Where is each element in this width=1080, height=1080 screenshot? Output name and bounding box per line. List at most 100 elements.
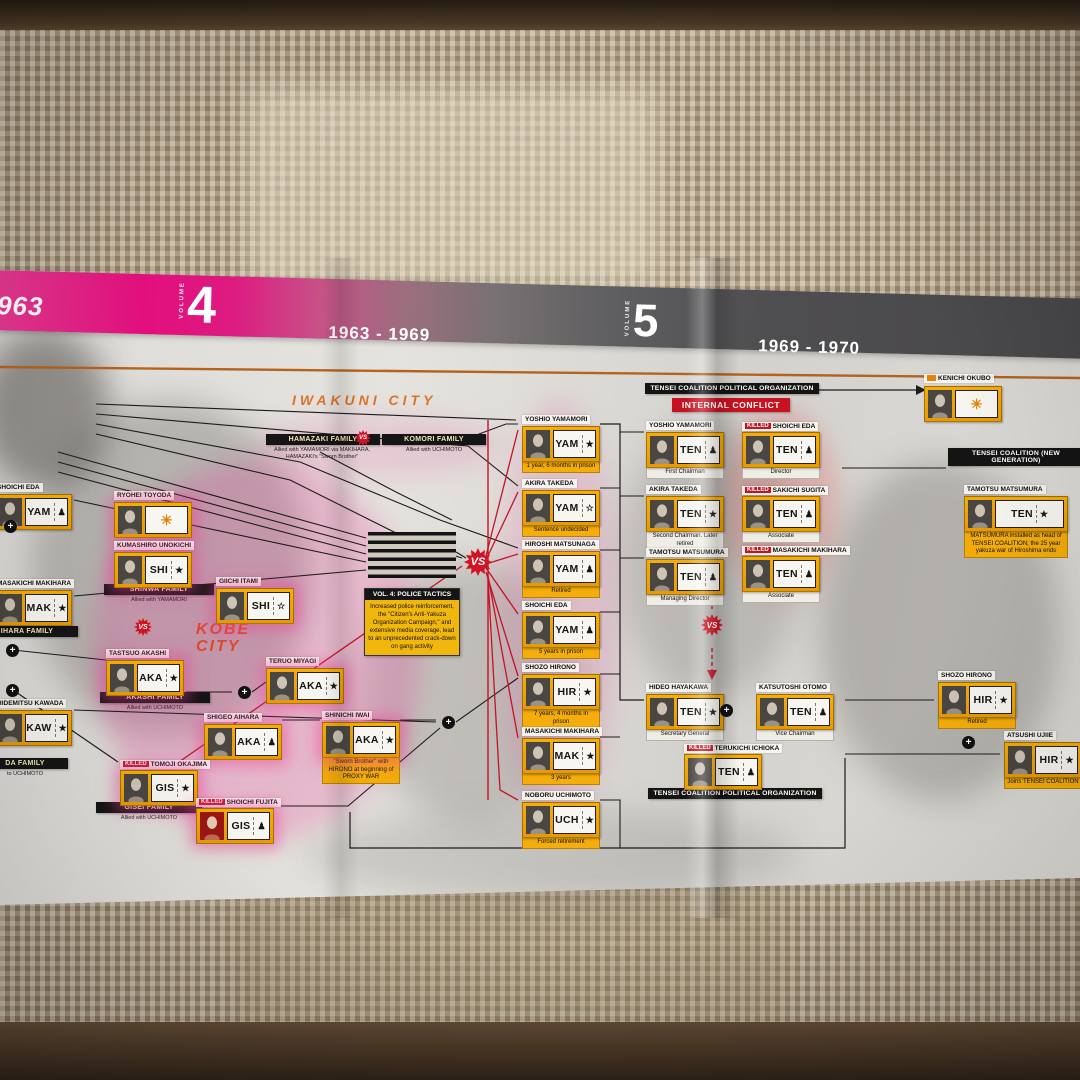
- connector-line: [600, 799, 621, 848]
- character-name: SHOZO HIRONO: [938, 671, 995, 680]
- ticket-perforation-icon: [263, 732, 265, 752]
- star-icon: ★: [585, 814, 594, 825]
- character-name-text: SHIGEO AIHARA: [207, 714, 260, 721]
- ticket-perforation-icon: [800, 564, 802, 584]
- ticket-perforation-icon: [814, 702, 816, 722]
- connector-line: [600, 423, 644, 701]
- organization-banner-label: INTERNAL CONFLICT: [672, 398, 790, 412]
- killed-badge: KILLED: [123, 761, 149, 767]
- star-icon: ★: [329, 680, 338, 691]
- character-name: SHOICHI EDA: [0, 483, 43, 492]
- character-name: HIDEO HAYAKAWA: [646, 683, 712, 692]
- card-body: KAW★: [0, 710, 72, 746]
- connector-line: [487, 577, 519, 801]
- character-name-text: KATSUTOSHI OTOMO: [759, 684, 827, 691]
- family-banner-note: Allied with YAMAMORI: [131, 597, 187, 603]
- card-note: Managing Director: [646, 595, 724, 606]
- portrait-photo-icon: [942, 686, 966, 714]
- killed-badge: KILLED: [745, 423, 771, 429]
- name-ticket: TEN♟: [677, 563, 720, 591]
- card-body: YAM♟: [522, 551, 600, 587]
- ticket-code: YAM: [27, 506, 51, 518]
- vs-badge: VS: [464, 548, 492, 576]
- name-ticket: YAM♟: [553, 616, 596, 644]
- portrait-photo-icon: [118, 556, 142, 584]
- card-note: Secretary General: [646, 730, 724, 741]
- ticket-code: TEN: [718, 766, 740, 778]
- character-card: KATSUTOSHI OTOMO TEN♟ Vice Chairman: [756, 676, 834, 741]
- name-ticket: YAM★: [553, 430, 596, 458]
- card-note: Retired: [522, 587, 600, 598]
- character-name: TASTSUO AKASHI: [106, 649, 170, 658]
- name-ticket: AKA★: [353, 726, 396, 754]
- card-body: ☀: [924, 386, 1002, 422]
- placemat-bottom-weave-patch: [250, 895, 770, 1013]
- card-body: YAM♟: [522, 612, 600, 648]
- ticket-code: AKA: [355, 734, 379, 746]
- character-name-text: SHOZO HIRONO: [941, 672, 992, 679]
- connector-line: [12, 649, 107, 661]
- plus-connector: +: [4, 520, 17, 533]
- killed-badge: KILLED: [687, 745, 713, 751]
- name-ticket: MAK★: [25, 594, 68, 622]
- name-ticket: AKA★: [137, 664, 180, 692]
- star-icon: ★: [583, 686, 592, 697]
- character-name-text: MASAKICHI MAKIHARA: [525, 728, 600, 735]
- family-banner-label: AKASHI FAMILY: [100, 692, 210, 703]
- character-name: SHOICHI EDA: [522, 601, 571, 610]
- character-name: MASAKICHI MAKIHARA: [0, 579, 75, 588]
- card-body: MAK★: [0, 590, 72, 626]
- card-body: HIR★: [938, 682, 1016, 718]
- card-body: AKA★: [106, 660, 184, 696]
- name-ticket: TEN♟: [773, 500, 816, 528]
- person-icon: ♟: [585, 624, 594, 635]
- name-ticket: TEN★: [677, 698, 720, 726]
- card-body: TEN♟: [742, 556, 820, 592]
- family-banner-label: KOMORI FAMILY: [382, 434, 486, 445]
- character-name-text: SHOICHI EDA: [0, 484, 40, 491]
- ticket-code: YAM: [555, 438, 579, 450]
- character-name: TAMOTSU MATSUMURA: [646, 548, 728, 557]
- ticket-code: TEN: [790, 706, 812, 718]
- ticket-code: TEN: [680, 706, 702, 718]
- character-name: HIDEMITSU KAWADA: [0, 699, 67, 708]
- character-name: SHINICHI IWAI: [322, 711, 373, 720]
- connector-line: [57, 461, 367, 547]
- card-note: First Chairman: [646, 468, 724, 479]
- police-note-title: VOL. 4: POLICE TACTICS: [365, 589, 459, 600]
- portrait-photo-icon: [110, 664, 134, 692]
- connector-line: [57, 451, 367, 539]
- character-card: KENICHI OKUBO ☀: [924, 368, 1002, 422]
- card-note: Vice Chairman: [756, 730, 834, 741]
- connector-line: [485, 567, 519, 615]
- connector-line: [0, 365, 1080, 380]
- star-icon: ★: [1065, 754, 1074, 765]
- character-name-text: TASTSUO AKASHI: [109, 650, 167, 657]
- portrait-photo-icon: [650, 698, 674, 726]
- ticket-code: AKA: [299, 680, 323, 692]
- character-name: MASAKICHI MAKIHARA: [522, 727, 603, 736]
- ticket-perforation-icon: [581, 434, 583, 454]
- wood-table-top-edge: [0, 0, 1080, 30]
- ticket-code: YAM: [555, 563, 579, 575]
- character-card: MASAKICHI MAKIHARA MAK★: [0, 572, 75, 626]
- ticket-code: TEN: [776, 568, 798, 580]
- ticket-code: HIR: [973, 694, 993, 706]
- family-banner-note: Allied with YAMAMORI via MAKIHARA, HAMAZ…: [273, 447, 371, 460]
- name-ticket: TEN♟: [787, 698, 830, 726]
- ticket-code: KAW: [26, 722, 52, 734]
- name-ticket: TEN★: [995, 500, 1064, 528]
- card-body: AKA★: [322, 722, 400, 758]
- name-ticket: GIS♟: [227, 812, 270, 840]
- orange-chip-icon: [927, 375, 936, 381]
- character-name: KENICHI OKUBO: [924, 373, 994, 383]
- portrait-photo-icon: [526, 430, 550, 458]
